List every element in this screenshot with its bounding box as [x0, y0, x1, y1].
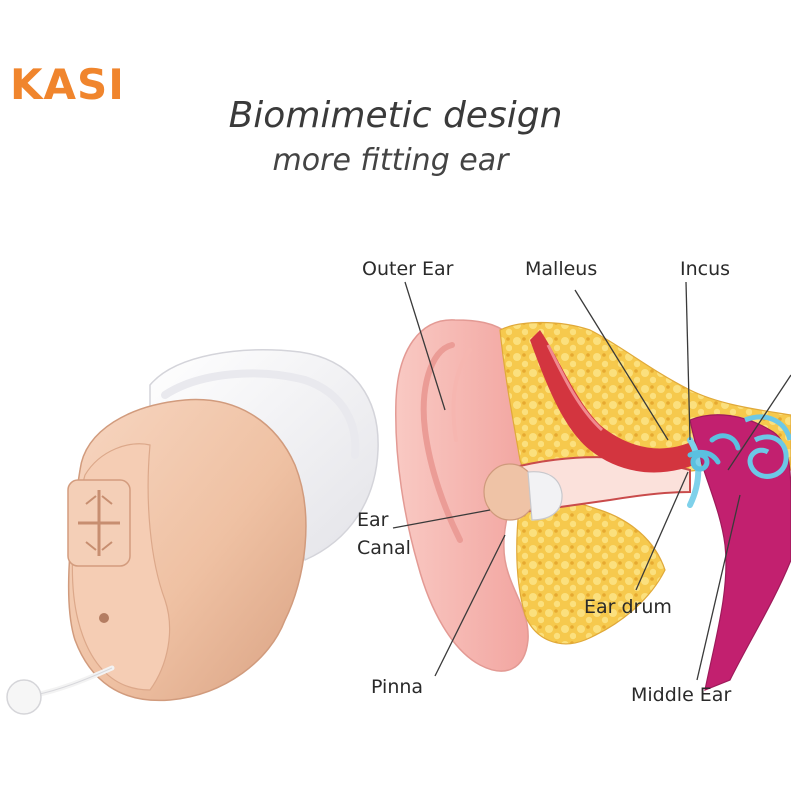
brand-logo: KASI: [10, 60, 125, 109]
middle-ear-cavity: [689, 414, 791, 691]
label-canal: Canal: [357, 537, 411, 559]
ear-anatomy-diagram: [392, 281, 791, 691]
removal-string: [32, 665, 115, 698]
label-outer-ear: Outer Ear: [362, 258, 454, 280]
page-subtitle: more fitting ear: [272, 143, 509, 178]
label-ear: Ear: [357, 509, 389, 531]
hearing-aid-device: [6, 349, 379, 715]
canal-tissue: [530, 330, 705, 473]
label-incus: Incus: [680, 258, 731, 280]
volume-button: [67, 479, 131, 567]
ossicles: [687, 433, 741, 472]
page-title: Biomimetic design: [228, 95, 563, 136]
microphone-hole: [99, 613, 109, 623]
label-middle-ear: Middle Ear: [631, 684, 732, 706]
cochlea: [744, 414, 791, 479]
label-ear-drum: Ear drum: [584, 596, 672, 618]
lower-bone: [516, 495, 666, 645]
leader-lines: [392, 281, 791, 681]
label-pinna: Pinna: [371, 676, 424, 698]
removal-string-knob: [6, 679, 42, 715]
canal-device: [483, 463, 563, 521]
label-malleus: Malleus: [525, 258, 598, 280]
